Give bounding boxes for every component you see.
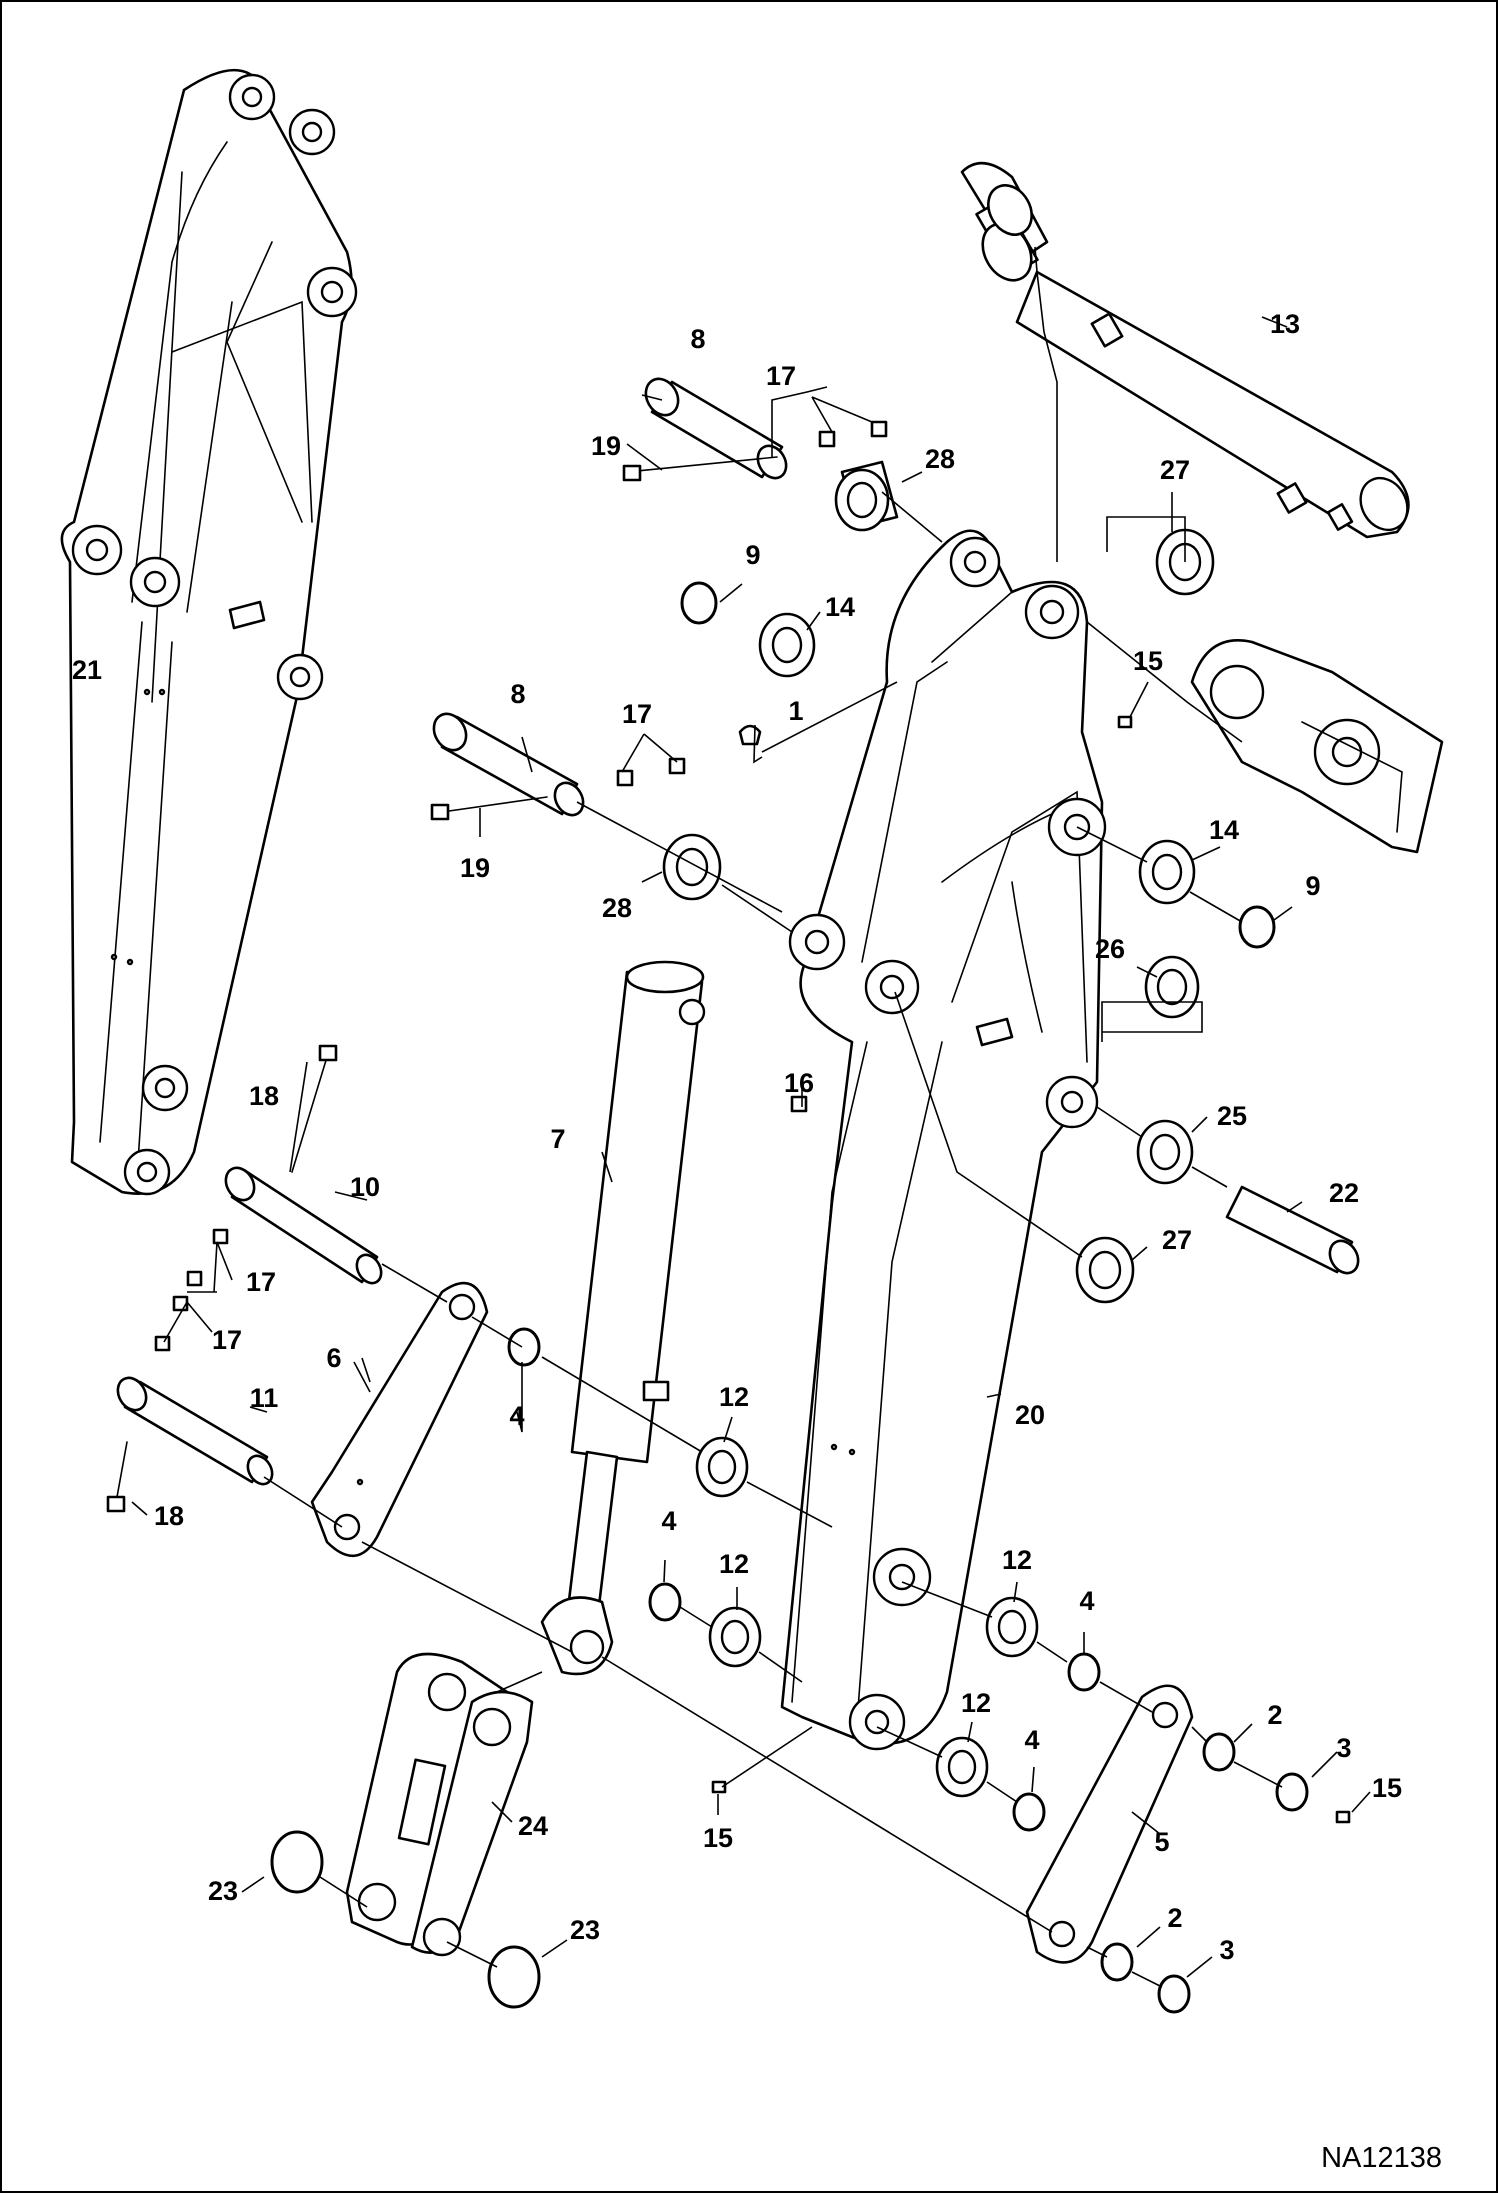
cylinder-7-drawing <box>540 960 706 1676</box>
callout-23b: 23 <box>570 1915 600 1945</box>
callout-22: 22 <box>1329 1178 1359 1208</box>
callout-23a: 23 <box>208 1876 238 1906</box>
callout-9a: 9 <box>745 540 760 570</box>
callout-11: 11 <box>250 1383 279 1413</box>
link-24-drawing <box>345 1652 534 1957</box>
callout-7: 7 <box>550 1124 565 1154</box>
callout-12a: 12 <box>719 1382 749 1412</box>
callout-4c: 4 <box>1079 1586 1094 1616</box>
side-link-5-drawing <box>1025 1684 1194 1964</box>
hardware-drawing <box>106 377 1360 2014</box>
callout-17a: 17 <box>766 361 796 391</box>
callout-21: 21 <box>72 655 102 685</box>
callout-20: 20 <box>1015 1400 1045 1430</box>
callout-27b: 27 <box>1162 1225 1192 1255</box>
callout-26: 26 <box>1095 934 1125 964</box>
callout-19a: 19 <box>591 431 621 461</box>
callout-8b: 8 <box>510 679 525 709</box>
callout-4d: 4 <box>1024 1725 1039 1755</box>
callout-13: 13 <box>1270 309 1300 339</box>
callout-12d: 12 <box>961 1688 991 1718</box>
callout-10: 10 <box>350 1172 380 1202</box>
callout-labels: 1 2 2 3 3 4 4 4 4 5 6 7 8 8 9 9 10 11 12… <box>72 309 1402 1965</box>
callout-28b: 28 <box>602 893 632 923</box>
callout-27a: 27 <box>1160 455 1190 485</box>
side-link-6-drawing <box>310 1281 489 1558</box>
bucket-linkage-drawing <box>1190 639 1444 854</box>
leader-lines <box>263 246 1283 1988</box>
arm-21-drawing <box>60 68 358 1196</box>
callout-4a: 4 <box>509 1401 524 1431</box>
callout-4b: 4 <box>661 1506 676 1536</box>
callout-18b: 18 <box>154 1501 184 1531</box>
cylinder-13-drawing <box>960 161 1410 539</box>
callout-24: 24 <box>518 1811 548 1841</box>
callout-3a: 3 <box>1336 1733 1351 1763</box>
callout-9b: 9 <box>1305 871 1320 901</box>
callout-2a: 2 <box>1267 1700 1282 1730</box>
callout-3b: 3 <box>1219 1935 1234 1965</box>
callout-1: 1 <box>788 696 803 726</box>
callout-12c: 12 <box>1002 1545 1032 1575</box>
callout-15a: 15 <box>1133 646 1163 676</box>
callout-5: 5 <box>1154 1827 1169 1857</box>
callout-25: 25 <box>1217 1101 1247 1131</box>
callout-17d: 17 <box>212 1325 242 1355</box>
callout-2b: 2 <box>1167 1903 1182 1933</box>
callout-28a: 28 <box>925 444 955 474</box>
callout-8a: 8 <box>690 324 705 354</box>
callout-19b: 19 <box>460 853 490 883</box>
figure-id: NA12138 <box>1321 2142 1442 2174</box>
callout-leaders <box>131 316 1371 1978</box>
callout-15c: 15 <box>703 1823 733 1853</box>
callout-17b: 17 <box>622 699 652 729</box>
callout-12b: 12 <box>719 1549 749 1579</box>
callout-16: 16 <box>784 1068 814 1098</box>
callout-17c: 17 <box>246 1267 276 1297</box>
callout-14b: 14 <box>1209 815 1239 845</box>
callout-15b: 15 <box>1372 1773 1402 1803</box>
callout-6: 6 <box>326 1343 341 1373</box>
callout-14a: 14 <box>825 592 855 622</box>
arm-20-drawing <box>780 529 1107 1751</box>
callout-18a: 18 <box>249 1081 279 1111</box>
